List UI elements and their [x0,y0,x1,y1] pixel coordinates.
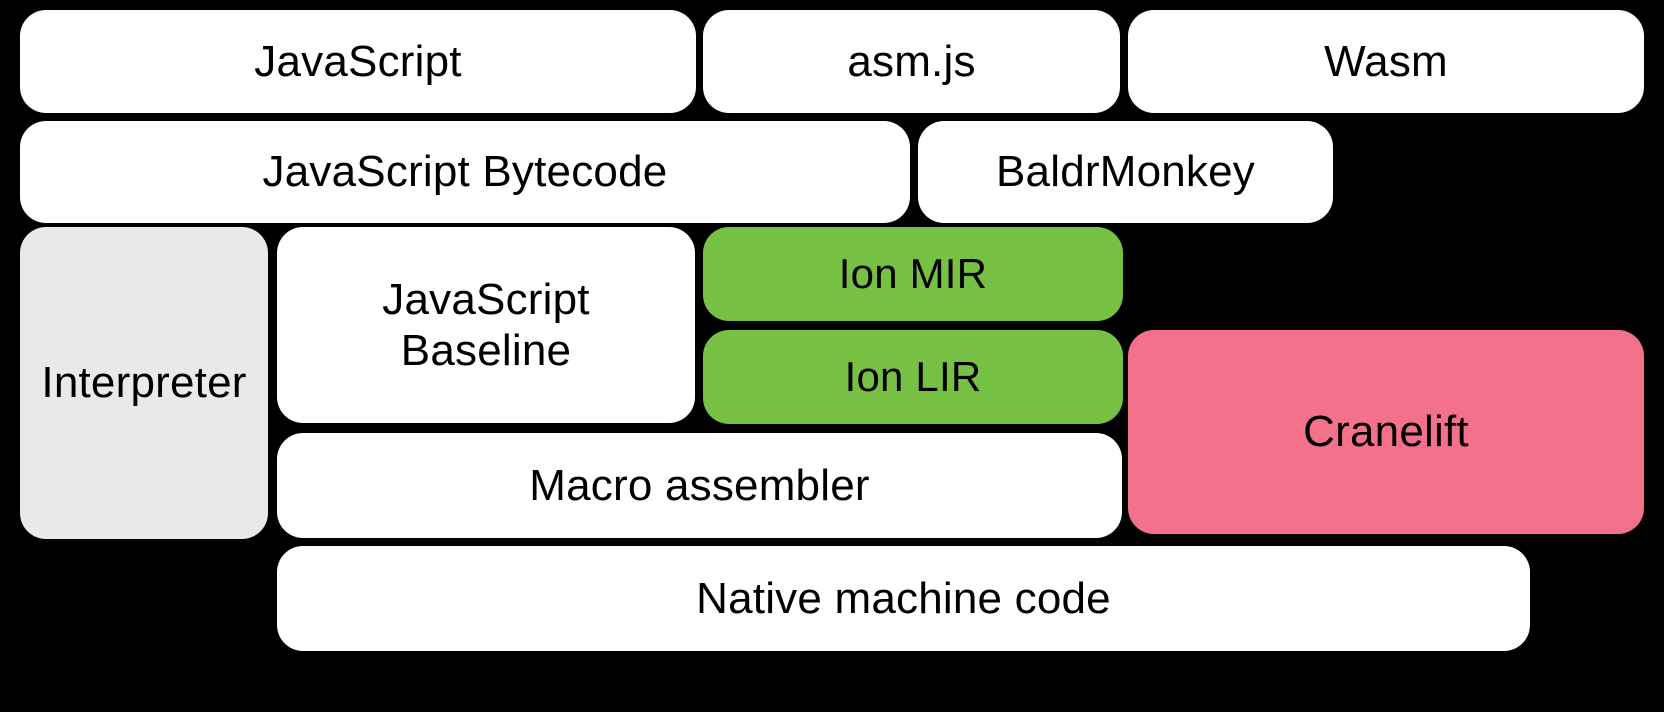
node-javascript-baseline[interactable]: JavaScript Baseline [277,227,695,423]
node-javascript-bytecode[interactable]: JavaScript Bytecode [20,121,910,223]
node-cranelift[interactable]: Cranelift [1128,330,1644,534]
node-native-machine-code[interactable]: Native machine code [277,546,1530,651]
node-baldrmonkey[interactable]: BaldrMonkey [918,121,1333,223]
node-ion-mir[interactable]: Ion MIR [703,227,1123,321]
node-macro-assembler[interactable]: Macro assembler [277,433,1122,538]
node-wasm[interactable]: Wasm [1128,10,1644,113]
node-asmjs[interactable]: asm.js [703,10,1120,113]
node-ion-lir[interactable]: Ion LIR [703,330,1123,424]
node-interpreter[interactable]: Interpreter [20,227,268,539]
node-javascript[interactable]: JavaScript [20,10,696,113]
